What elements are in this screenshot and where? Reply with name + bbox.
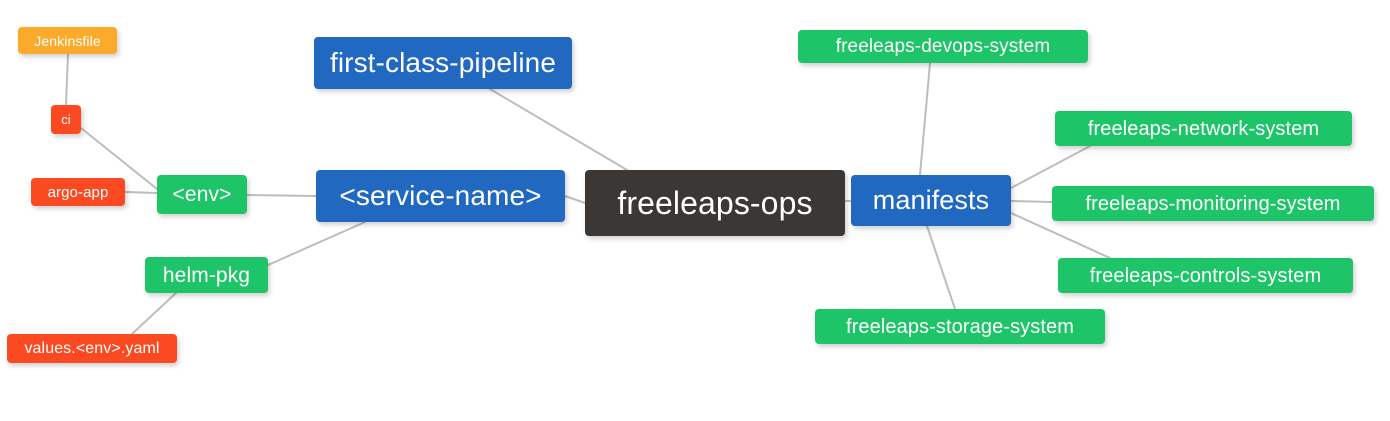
node-label-values-env-yaml: values.<env>.yaml (24, 339, 160, 357)
node-label-freeleaps-controls-system: freeleaps-controls-system (1089, 264, 1322, 287)
node-label-freeleaps-devops-system: freeleaps-devops-system (835, 36, 1051, 57)
node-freeleaps-network-system[interactable]: freeleaps-network-system (1055, 111, 1352, 146)
edge-ci-jenkinsfile (65, 53, 69, 106)
node-label-manifests: manifests (872, 185, 990, 215)
node-argo-app[interactable]: argo-app (31, 178, 125, 206)
node-label-service-name: <service-name> (339, 180, 542, 211)
node-label-freeleaps-network-system: freeleaps-network-system (1087, 117, 1320, 140)
node-values-env-yaml[interactable]: values.<env>.yaml (7, 334, 177, 363)
node-jenkinsfile[interactable]: Jenkinsfile (18, 27, 117, 54)
node-freeleaps-storage-system[interactable]: freeleaps-storage-system (815, 309, 1105, 344)
node-label-first-class-pipeline: first-class-pipeline (329, 47, 557, 78)
edge-helm-pkg-values (131, 292, 177, 335)
node-label-freeleaps-ops: freeleaps-ops (617, 185, 813, 221)
edge-manifests-storage (926, 225, 956, 310)
node-freeleaps-monitoring-system[interactable]: freeleaps-monitoring-system (1052, 186, 1374, 221)
node-label-freeleaps-storage-system: freeleaps-storage-system (845, 315, 1075, 338)
edge-manifests-monitoring (1010, 200, 1053, 203)
edge-ops-first-class-pipeline (489, 88, 628, 171)
node-env[interactable]: <env> (157, 175, 247, 214)
node-freeleaps-ops[interactable]: freeleaps-ops (585, 170, 845, 236)
node-label-env: <env> (172, 183, 232, 206)
node-label-argo-app: argo-app (47, 183, 109, 201)
edge-manifests-network (1010, 145, 1091, 189)
node-manifests[interactable]: manifests (851, 175, 1011, 226)
node-freeleaps-devops-system[interactable]: freeleaps-devops-system (798, 30, 1088, 63)
edge-env-argo-app (124, 191, 158, 194)
edge-manifests-devops (919, 62, 931, 176)
edge-ops-service-name (564, 195, 586, 204)
edge-service-name-env (246, 194, 317, 197)
edge-service-name-helm-pkg (267, 221, 366, 266)
node-label-ci: ci (61, 112, 71, 127)
node-freeleaps-controls-system[interactable]: freeleaps-controls-system (1058, 258, 1353, 293)
node-service-name[interactable]: <service-name> (316, 170, 565, 222)
node-ci[interactable]: ci (51, 105, 81, 134)
node-helm-pkg[interactable]: helm-pkg (145, 257, 268, 293)
node-label-freeleaps-monitoring-system: freeleaps-monitoring-system (1085, 192, 1341, 215)
node-label-helm-pkg: helm-pkg (162, 263, 251, 287)
node-first-class-pipeline[interactable]: first-class-pipeline (314, 37, 572, 89)
node-label-jenkinsfile: Jenkinsfile (34, 32, 101, 49)
